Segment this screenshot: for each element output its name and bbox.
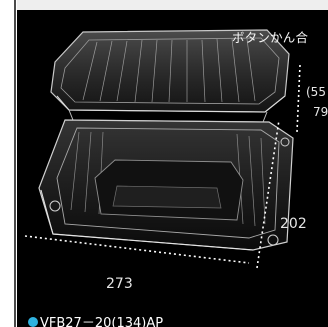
height-dimension-label: (55 [306,85,326,99]
model-marker-icon [28,316,38,327]
product-photo: ボタンかん合 (55 79 202 273 VFB27－20(134)AP [17,10,328,327]
height-dimension-line [296,64,301,133]
model-code-text: VFB27－20(134)AP [40,316,164,327]
container-tray [38,119,294,251]
section-divider [14,0,16,327]
button-fit-note: ボタンかん合 [232,30,309,45]
model-code[interactable]: VFB27－20(134)AP [28,312,163,327]
dimension-lines [24,64,301,269]
container-lid [50,29,290,113]
height-dimension-label-2: 79 [313,105,328,119]
width-dimension-label: 202 [280,216,307,232]
length-dimension-label: 273 [106,276,133,292]
product-card[interactable]: ボタンかん合 (55 79 202 273 VFB27－20(134)AP [17,0,328,327]
container-illustration [24,29,301,269]
left-margin [0,0,17,327]
